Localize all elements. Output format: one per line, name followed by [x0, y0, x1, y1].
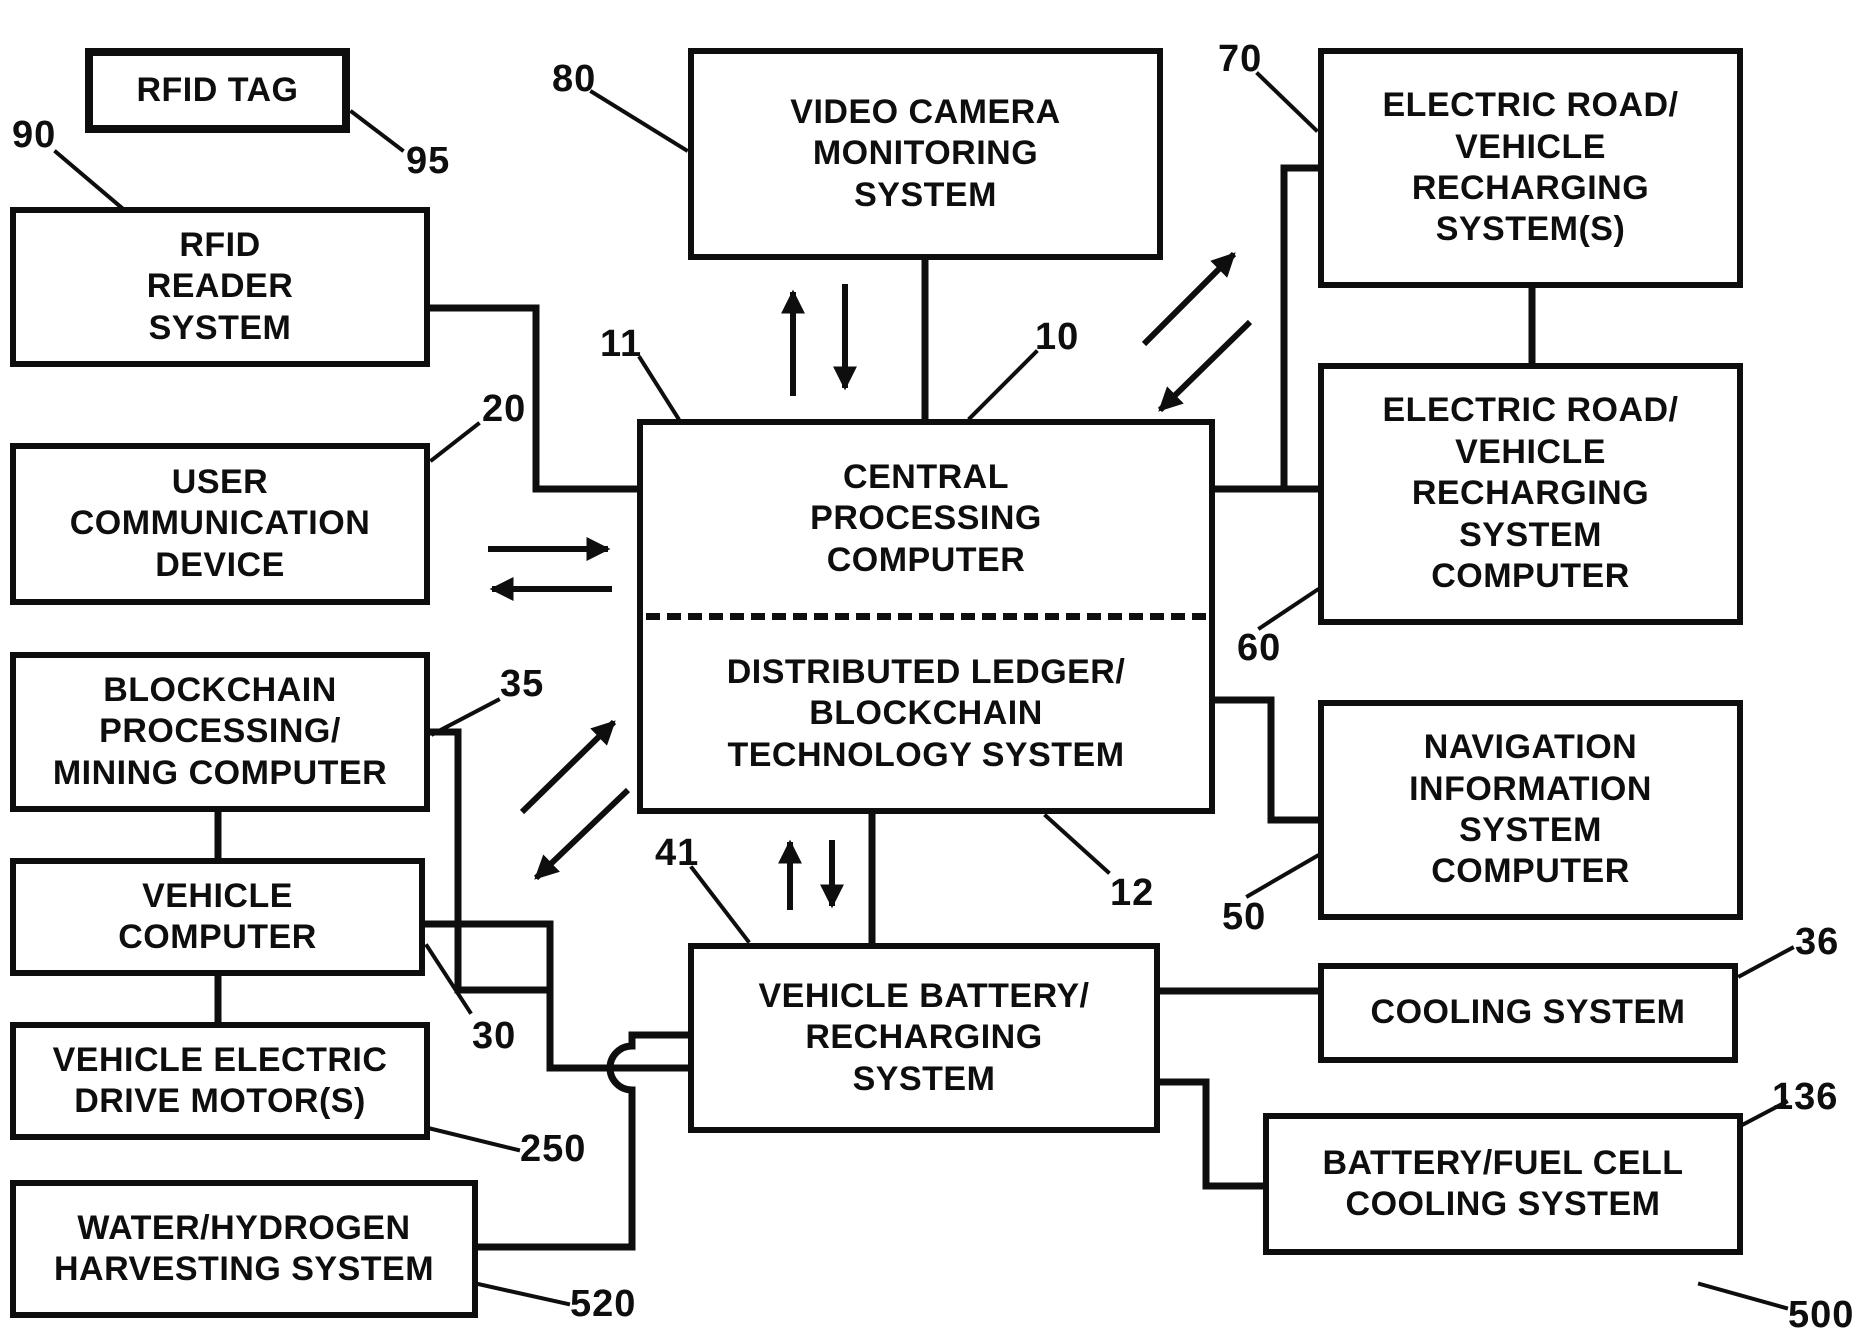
ref-numeral-60: 60: [1237, 627, 1282, 669]
leader-35: [430, 697, 501, 737]
box-blockchain-mining-computer-label: BLOCKCHAIN PROCESSING/ MINING COMPUTER: [52, 670, 388, 792]
arrow-roadsystem-southwest: [1157, 319, 1253, 413]
box-vehicle-battery-recharging: VEHICLE BATTERY/ RECHARGING SYSTEM: [688, 943, 1160, 1133]
ref-numeral-90: 90: [12, 114, 57, 156]
ref-numeral-35: 35: [500, 663, 545, 705]
arrow-blockchain-northeast: [519, 719, 617, 815]
box-vehicle-computer: VEHICLE COMPUTER: [10, 858, 425, 976]
leader-20: [429, 421, 481, 463]
leader-60: [1257, 587, 1320, 631]
ref-numeral-12: 12: [1110, 872, 1155, 914]
ref-numeral-30: 30: [472, 1015, 517, 1057]
leader-41: [689, 865, 751, 944]
ref-numeral-36: 36: [1795, 921, 1840, 963]
box-user-communication-device-label: USER COMMUNICATION DEVICE: [69, 462, 371, 584]
box-electric-road-recharging-systems-label: ELECTRIC ROAD/ VEHICLE RECHARGING SYSTEM…: [1382, 86, 1679, 249]
ref-numeral-41: 41: [655, 832, 700, 874]
ref-numeral-250: 250: [520, 1128, 587, 1170]
leader-11: [637, 355, 681, 421]
leader-50: [1245, 853, 1320, 899]
leader-136: [1741, 1099, 1789, 1127]
wire-blockchain-junction: [424, 728, 554, 994]
box-rfid-tag-label: RFID TAG: [136, 70, 299, 109]
wire-battery-to-fuelcooling: [1154, 1078, 1269, 1190]
ref-numeral-95: 95: [406, 140, 451, 182]
box-video-camera-monitoring: VIDEO CAMERA MONITORING SYSTEM: [688, 48, 1163, 260]
leader-520: [475, 1281, 571, 1307]
box-battery-fuel-cell-cooling-label: BATTERY/FUEL CELL COOLING SYSTEM: [1322, 1143, 1684, 1223]
ref-numeral-136: 136: [1772, 1076, 1839, 1118]
box-navigation-information-computer: NAVIGATION INFORMATION SYSTEM COMPUTER: [1318, 700, 1743, 920]
distributed-ledger-blockchain-label: DISTRIBUTED LEDGER/ BLOCKCHAIN TECHNOLOG…: [726, 652, 1126, 774]
box-vehicle-battery-recharging-label: VEHICLE BATTERY/ RECHARGING SYSTEM: [758, 976, 1090, 1098]
ref-numeral-70: 70: [1218, 38, 1263, 80]
leader-90: [53, 149, 125, 211]
leader-10: [967, 349, 1039, 421]
ref-numeral-11: 11: [600, 323, 643, 365]
box-electric-road-recharging-systems: ELECTRIC ROAD/ VEHICLE RECHARGING SYSTEM…: [1318, 48, 1743, 288]
box-rfid-tag: RFID TAG: [85, 48, 350, 133]
box-electric-road-recharging-computer-label: ELECTRIC ROAD/ VEHICLE RECHARGING SYSTEM…: [1382, 391, 1679, 596]
central-processing-computer-label: CENTRAL PROCESSING COMPUTER: [810, 457, 1042, 579]
box-blockchain-mining-computer: BLOCKCHAIN PROCESSING/ MINING COMPUTER: [10, 652, 430, 812]
box-video-camera-monitoring-label: VIDEO CAMERA MONITORING SYSTEM: [790, 92, 1061, 214]
box-water-hydrogen-harvesting: WATER/HYDROGEN HARVESTING SYSTEM: [10, 1180, 478, 1318]
box-cooling-system-label: COOLING SYSTEM: [1370, 993, 1686, 1032]
box-user-communication-device: USER COMMUNICATION DEVICE: [10, 443, 430, 605]
leader-36: [1737, 945, 1795, 979]
wire-vehiclecomputer-to-battery: [419, 920, 694, 1072]
ref-numeral-500: 500: [1788, 1294, 1855, 1336]
box-central-processing-computer: CENTRAL PROCESSING COMPUTER DISTRIBUTED …: [637, 419, 1215, 814]
arrow-blockchain-southwest: [533, 787, 631, 881]
central-dashed-divider: [646, 613, 1206, 620]
leader-95: [349, 109, 405, 153]
wire-water-to-battery-with-jump: [472, 1031, 694, 1251]
box-electric-road-recharging-computer: ELECTRIC ROAD/ VEHICLE RECHARGING SYSTEM…: [1318, 363, 1743, 625]
box-rfid-reader-system: RFID READER SYSTEM: [10, 207, 430, 367]
ref-numeral-50: 50: [1222, 896, 1267, 938]
box-navigation-information-computer-label: NAVIGATION INFORMATION SYSTEM COMPUTER: [1409, 728, 1652, 891]
box-cooling-system: COOLING SYSTEM: [1318, 963, 1738, 1063]
box-water-hydrogen-harvesting-label: WATER/HYDROGEN HARVESTING SYSTEM: [53, 1208, 435, 1288]
wire-central-to-roadsystem: [1280, 164, 1324, 493]
box-vehicle-computer-label: VEHICLE COMPUTER: [118, 876, 317, 956]
box-vehicle-electric-drive-motors-label: VEHICLE ELECTRIC DRIVE MOTOR(S): [52, 1040, 388, 1120]
leader-500: [1697, 1281, 1789, 1311]
leader-70: [1255, 71, 1319, 133]
central-top-section: CENTRAL PROCESSING COMPUTER: [643, 425, 1209, 613]
wire-rfid-reader-to-central: [424, 304, 643, 493]
ref-numeral-10: 10: [1035, 316, 1080, 358]
central-bottom-section: DISTRIBUTED LEDGER/ BLOCKCHAIN TECHNOLOG…: [643, 620, 1209, 808]
leader-12: [1043, 813, 1111, 875]
box-battery-fuel-cell-cooling: BATTERY/FUEL CELL COOLING SYSTEM: [1263, 1113, 1743, 1255]
leader-80: [589, 89, 689, 153]
wire-central-to-navigation: [1209, 696, 1324, 824]
leader-30: [424, 943, 473, 1015]
box-vehicle-electric-drive-motors: VEHICLE ELECTRIC DRIVE MOTOR(S): [10, 1022, 430, 1140]
ref-numeral-80: 80: [552, 58, 597, 100]
ref-numeral-20: 20: [482, 388, 527, 430]
box-rfid-reader-system-label: RFID READER SYSTEM: [146, 225, 294, 347]
leader-250: [425, 1125, 521, 1153]
arrow-roadsystem-northeast: [1141, 251, 1237, 347]
ref-numeral-520: 520: [570, 1283, 637, 1325]
